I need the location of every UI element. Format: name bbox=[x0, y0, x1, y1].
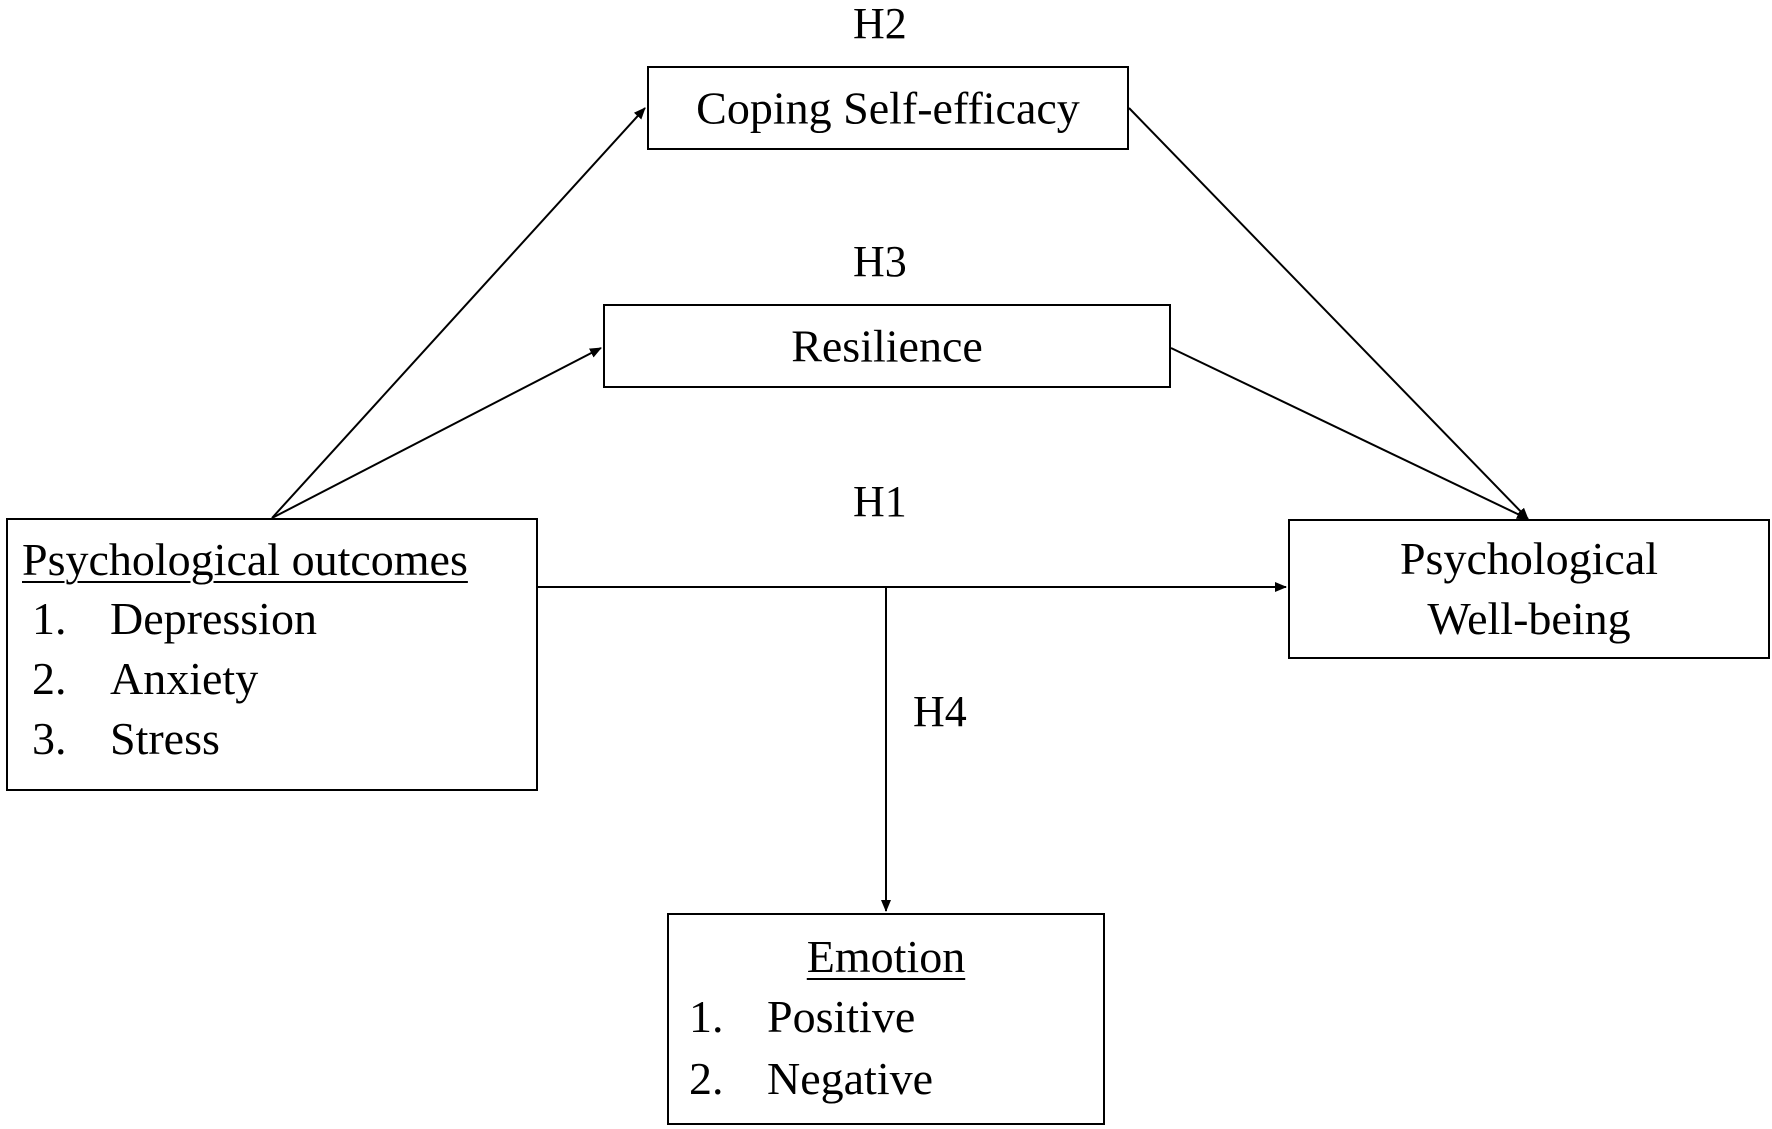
coping-self-efficacy-box: Coping Self-efficacy bbox=[647, 66, 1129, 150]
well-being-label-line-1: Psychological bbox=[1399, 533, 1659, 584]
list-item-label: Positive bbox=[767, 991, 916, 1043]
emotion-title: Emotion bbox=[806, 931, 966, 982]
arrow-predictor-to-coping bbox=[271, 107, 646, 519]
hypothesis-label-h3: H3 bbox=[853, 237, 907, 286]
resilience-label: Resilience bbox=[791, 320, 983, 372]
well-being-label-line-2: Well-being bbox=[1427, 593, 1631, 644]
list-item-anxiety: 2. Anxiety bbox=[32, 649, 536, 709]
coping-self-efficacy-label: Coping Self-efficacy bbox=[696, 82, 1080, 134]
list-item-number: 1. bbox=[32, 593, 67, 645]
arrow-predictor-to-resilience bbox=[271, 347, 602, 519]
psychological-outcomes-list: 1. Depression 2. Anxiety 3. Stress bbox=[32, 589, 536, 769]
list-item-positive: 1. Positive bbox=[689, 986, 1103, 1048]
emotion-box: Emotion 1. Positive 2. Negative bbox=[667, 913, 1105, 1125]
arrow-coping-to-wellbeing bbox=[1128, 107, 1529, 520]
list-item-depression: 1. Depression bbox=[32, 589, 536, 649]
list-item-number: 2. bbox=[32, 653, 67, 705]
list-item-number: 2. bbox=[689, 1053, 724, 1105]
hypothesis-label-h2: H2 bbox=[853, 0, 907, 48]
psychological-outcomes-box: Psychological outcomes 1. Depression 2. … bbox=[6, 518, 538, 791]
hypothesis-label-h1: H1 bbox=[853, 477, 907, 526]
list-item-number: 3. bbox=[32, 713, 67, 765]
psychological-well-being-box: Psychological Well-being bbox=[1288, 519, 1770, 659]
arrow-resilience-to-wellbeing bbox=[1170, 347, 1529, 520]
list-item-label: Stress bbox=[110, 713, 220, 765]
list-item-label: Depression bbox=[110, 593, 317, 645]
emotion-list: 1. Positive 2. Negative bbox=[689, 986, 1103, 1110]
hypothesis-label-h4: H4 bbox=[913, 687, 967, 736]
resilience-box: Resilience bbox=[603, 304, 1171, 388]
list-item-number: 1. bbox=[689, 991, 724, 1043]
list-item-negative: 2. Negative bbox=[689, 1048, 1103, 1110]
psychological-outcomes-title: Psychological outcomes bbox=[22, 534, 468, 585]
list-item-label: Anxiety bbox=[110, 653, 259, 705]
list-item-label: Negative bbox=[767, 1053, 934, 1105]
list-item-stress: 3. Stress bbox=[32, 709, 536, 769]
